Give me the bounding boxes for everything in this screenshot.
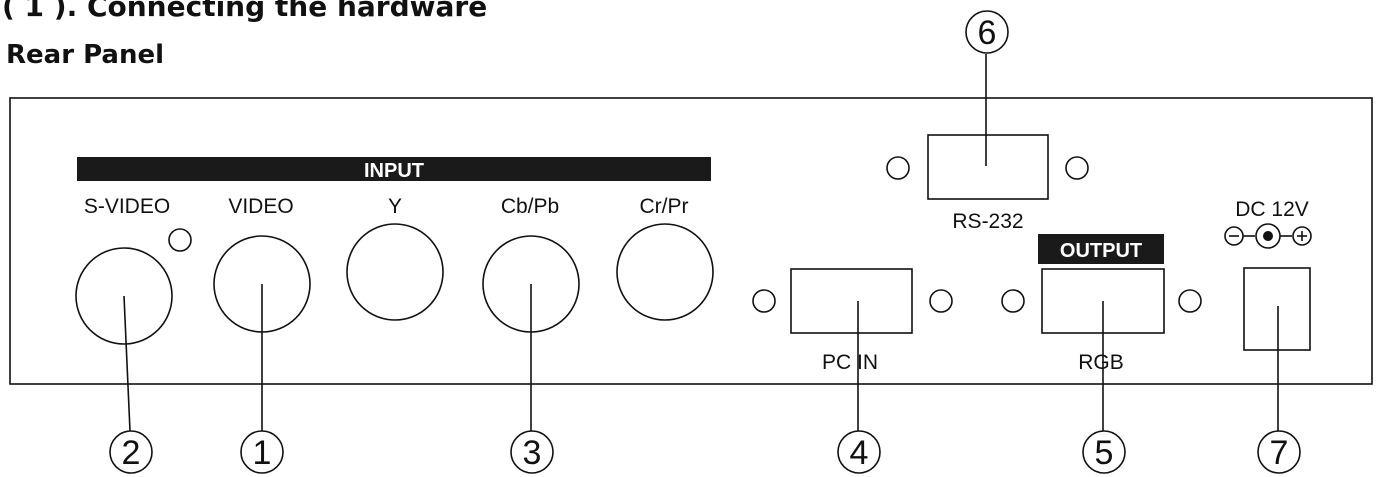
pc-in-screw-left bbox=[752, 289, 776, 313]
rgb-screw-right bbox=[1178, 289, 1202, 313]
rs232-screw-right bbox=[1065, 156, 1089, 180]
pc-in-screw-right bbox=[929, 289, 953, 313]
output-bar-label: OUTPUT bbox=[1060, 240, 1142, 262]
page-heading: ( 1 ). Connecting the hardware bbox=[2, 0, 488, 23]
device-rear-panel-outline bbox=[9, 97, 1373, 385]
input-bar-label: INPUT bbox=[364, 160, 424, 182]
callout-1: 1 bbox=[240, 430, 284, 474]
callout-2: 2 bbox=[109, 430, 153, 474]
callout-5: 5 bbox=[1082, 430, 1126, 474]
callout-6: 6 bbox=[965, 10, 1009, 54]
dc-polarity-icon bbox=[1224, 223, 1312, 249]
svg-text:2: 2 bbox=[122, 434, 141, 472]
rs232-port bbox=[927, 134, 1049, 200]
svg-text:6: 6 bbox=[978, 14, 997, 52]
callout-3: 3 bbox=[510, 430, 554, 474]
rs232-screw-left bbox=[886, 156, 910, 180]
rs232-label: RS-232 bbox=[952, 210, 1023, 233]
svg-text:5: 5 bbox=[1095, 434, 1114, 472]
leader-2 bbox=[123, 295, 131, 432]
dc-power-jack bbox=[1243, 267, 1311, 351]
svideo-screw-hole bbox=[168, 228, 192, 252]
output-section-bar bbox=[1038, 234, 1164, 264]
pc-in-label: PC IN bbox=[822, 351, 878, 374]
svg-text:7: 7 bbox=[1270, 434, 1289, 472]
crpr-jack bbox=[616, 223, 714, 321]
svideo-jack bbox=[75, 247, 173, 345]
video-label: VIDEO bbox=[228, 195, 293, 218]
y-label: Y bbox=[388, 195, 402, 218]
rgb-screw-left bbox=[1001, 289, 1025, 313]
rgb-label: RGB bbox=[1078, 351, 1124, 374]
callout-4: 4 bbox=[837, 430, 881, 474]
crpr-label: Cr/Pr bbox=[640, 195, 689, 218]
section-title: Rear Panel bbox=[6, 40, 165, 70]
svg-text:3: 3 bbox=[523, 434, 542, 472]
y-jack bbox=[346, 223, 444, 321]
svg-text:1: 1 bbox=[253, 434, 272, 472]
pc-in-port bbox=[790, 268, 913, 334]
svideo-label: S-VIDEO bbox=[84, 195, 170, 218]
svg-text:4: 4 bbox=[850, 434, 869, 472]
dc-12v-label: DC 12V bbox=[1235, 198, 1309, 221]
input-section-bar bbox=[77, 157, 711, 181]
cbpb-label: Cb/Pb bbox=[501, 195, 559, 218]
callout-7: 7 bbox=[1257, 430, 1301, 474]
